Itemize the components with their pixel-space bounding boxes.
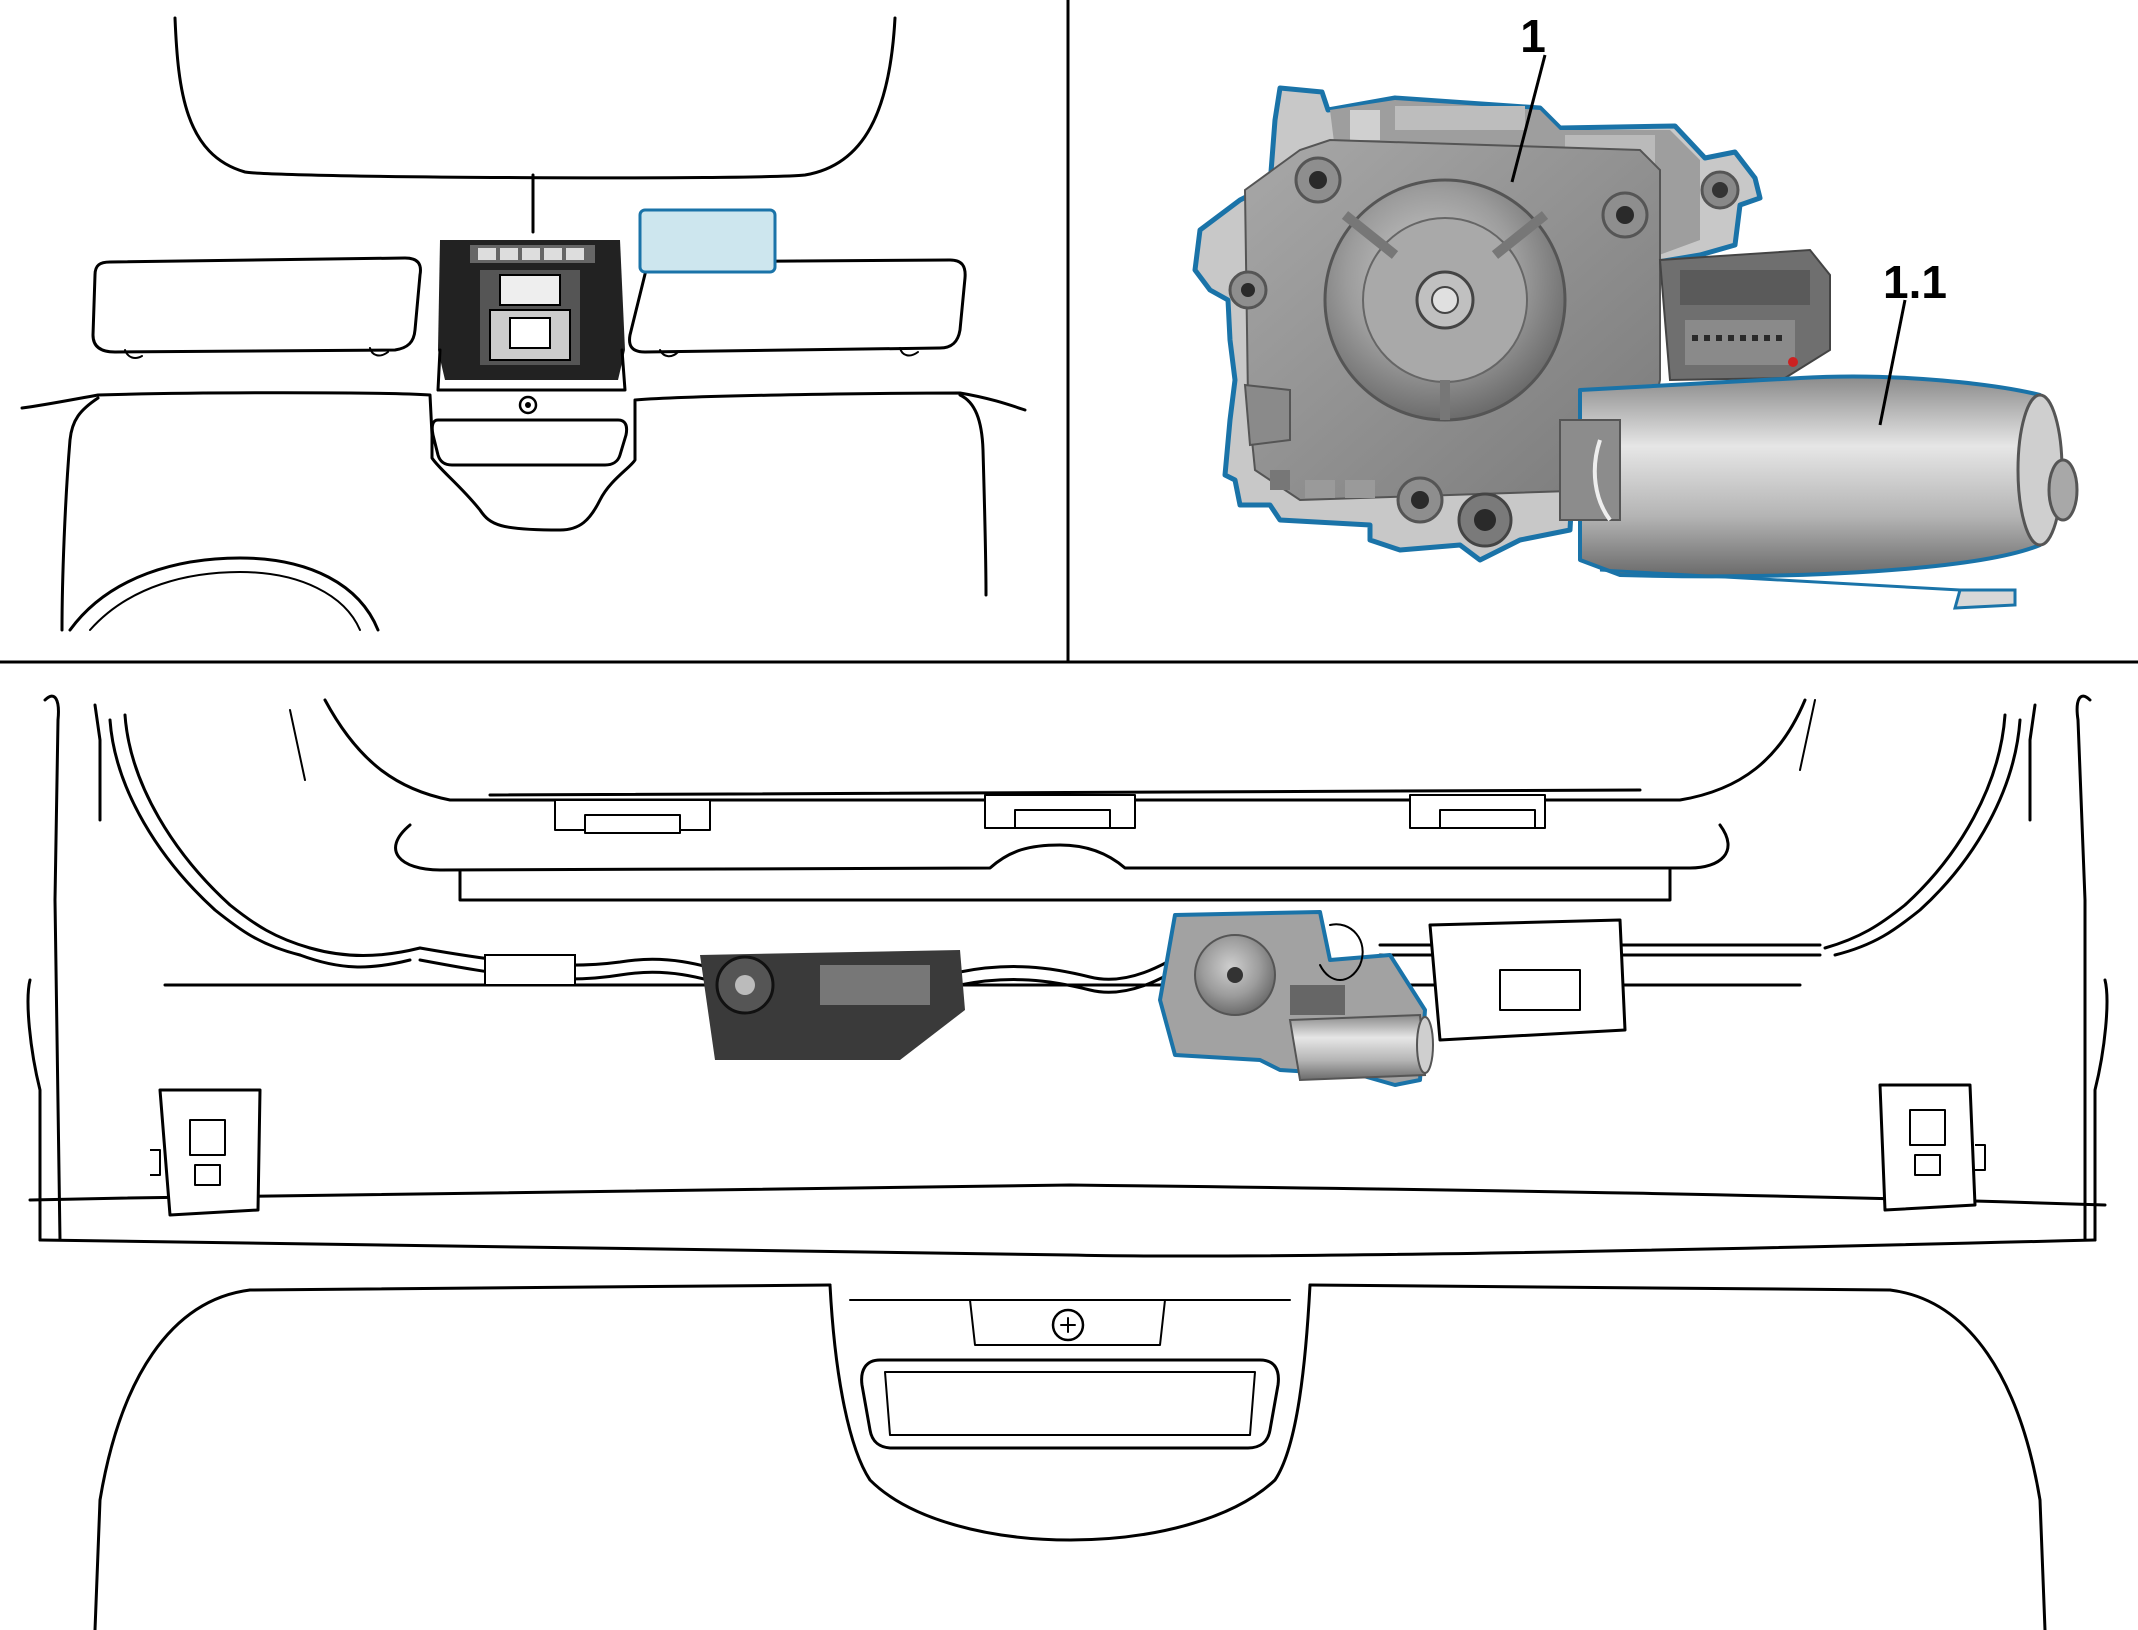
panel-dividers <box>0 0 2138 664</box>
connector-pins <box>1692 335 1782 341</box>
left-mechanism <box>484 950 965 1060</box>
overhead-console <box>436 240 627 392</box>
callout-label-1-1: 1.1 <box>1883 256 1947 308</box>
motor-location-highlight <box>638 208 777 274</box>
installed-sunroof-motor <box>1158 910 1434 1087</box>
sunroof-motor-detail: 1 1.1 <box>1192 10 2079 610</box>
leader-line-1 <box>1510 54 1547 183</box>
overview-panel <box>20 16 1027 632</box>
installed-view-panel <box>26 694 2109 1630</box>
callout-label-1: 1 <box>1520 10 1546 62</box>
leader-line-1-1 <box>1878 299 1907 426</box>
control-module <box>1319 918 1627 1042</box>
